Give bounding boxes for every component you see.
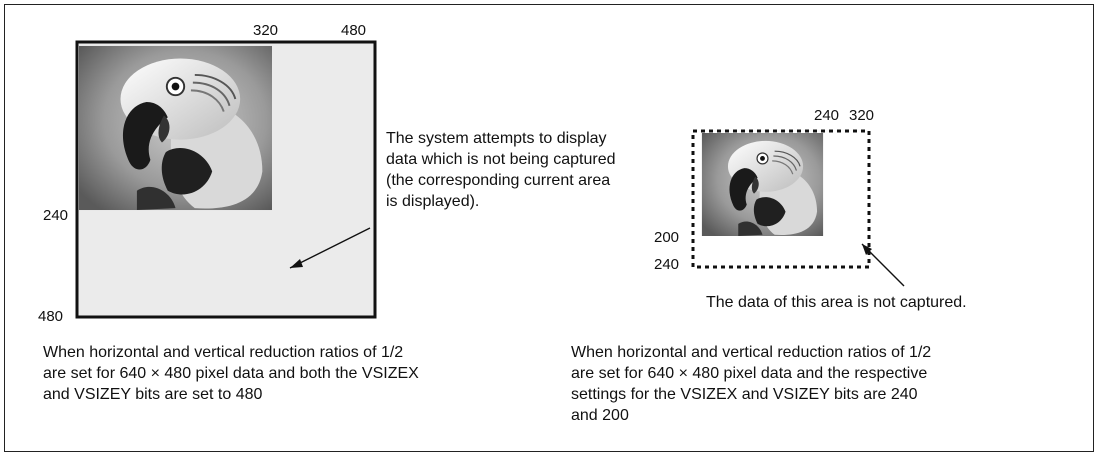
right-annotation-text: The data of this area is not captured. <box>706 294 967 311</box>
left-parrot-image <box>79 44 272 212</box>
right-tick-top-240: 240 <box>814 107 840 124</box>
left-caption: When horizontal and vertical reduction r… <box>43 344 419 403</box>
right-parrot-image <box>701 133 824 236</box>
left-annotation-arrow <box>289 227 371 269</box>
right-capture-boundary <box>691 129 871 269</box>
right-tick-side-240: 240 <box>654 256 680 273</box>
left-tick-top-320: 320 <box>253 22 279 39</box>
left-tick-side-480: 480 <box>38 308 64 325</box>
right-tick-top-320: 320 <box>849 107 875 124</box>
left-arrow-head <box>290 259 303 268</box>
left-tick-top-480: 480 <box>341 22 367 39</box>
left-tick-side-240: 240 <box>43 207 69 224</box>
figure-frame <box>4 4 1094 452</box>
right-caption: When horizontal and vertical reduction r… <box>571 344 932 424</box>
right-arrow-head <box>862 244 872 255</box>
right-tick-side-200: 200 <box>654 229 680 246</box>
left-annotation-text: The system attempts to display data whic… <box>386 130 616 210</box>
